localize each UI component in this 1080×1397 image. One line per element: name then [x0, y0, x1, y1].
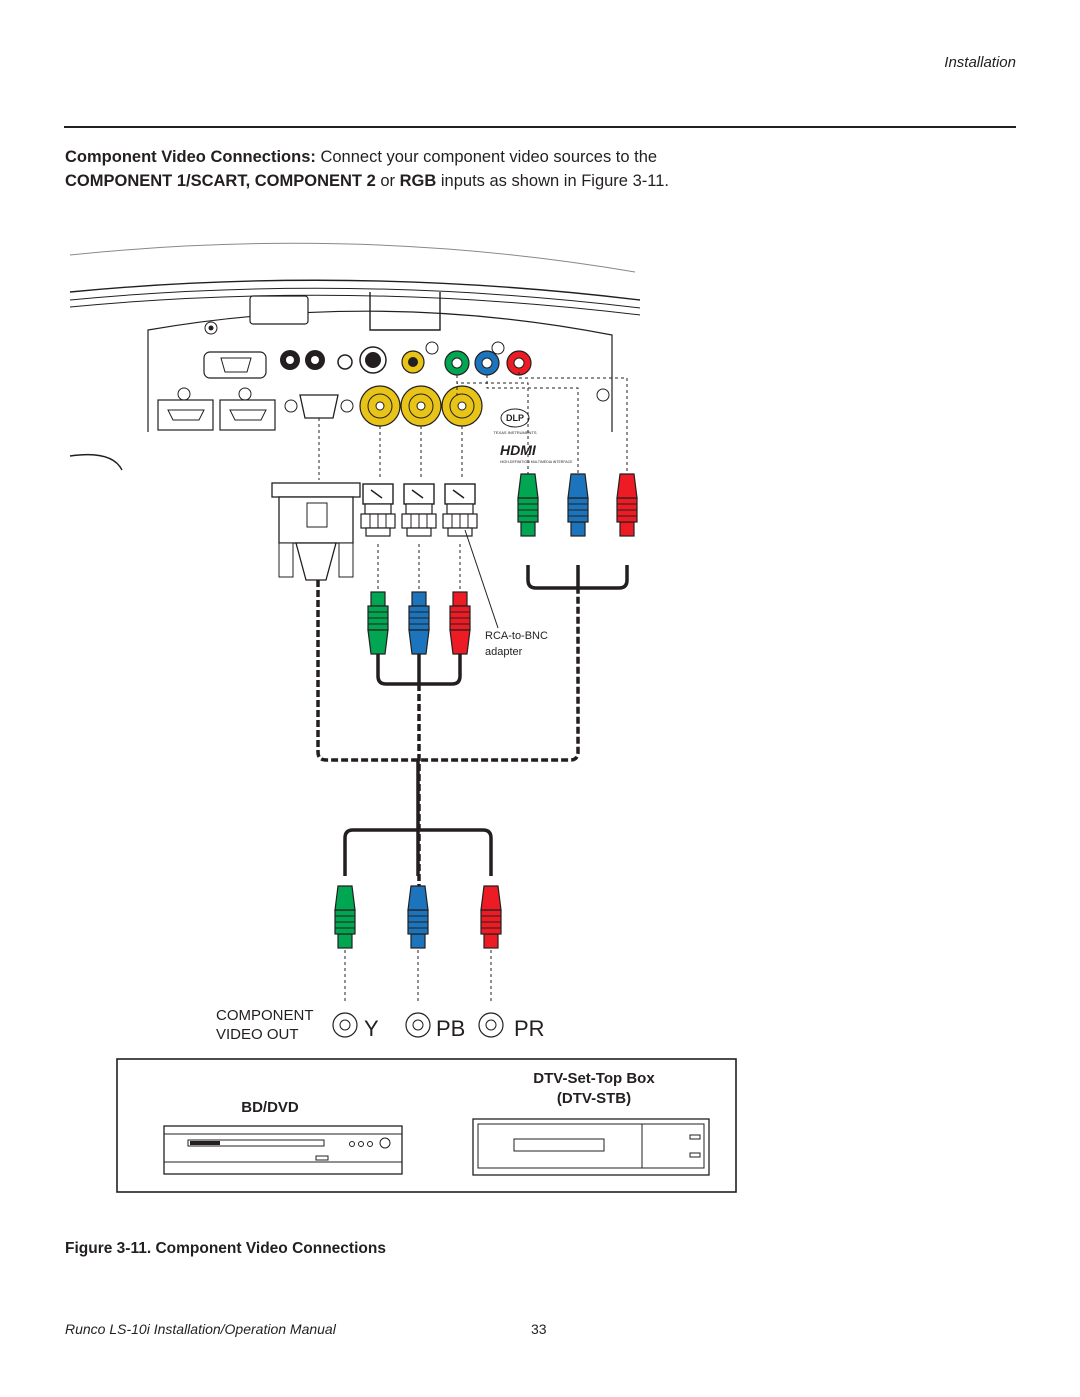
rgb-rca-blue: [567, 473, 589, 537]
source-rca-blue: [407, 885, 429, 949]
footer-page-number: 33: [531, 1321, 547, 1337]
adapter-rca-green: [367, 591, 389, 655]
adapter-rca-blue: [408, 591, 430, 655]
dlp-logo: DLP TEXAS INSTRUMENTS: [493, 408, 537, 435]
bnc-adapter-pb: [401, 483, 437, 537]
component-label-2: VIDEO OUT: [216, 1026, 299, 1043]
adapter-label-2: adapter: [485, 646, 523, 658]
intro-text-1: Connect your component video sources to …: [315, 148, 658, 166]
rgb-rca-green: [517, 473, 539, 537]
hdmi-port-2: [219, 387, 276, 431]
source-rca-red: [480, 885, 502, 949]
set-top-box: [472, 1118, 710, 1176]
jack-pr: [478, 1012, 504, 1038]
intro-lead: Component Video Connections:: [65, 148, 316, 166]
projector-panel: DLP TEXAS INSTRUMENTS HDMI HIGH-DEFINITI…: [69, 242, 641, 471]
intro-paragraph: Component Video Connections: Connect you…: [65, 145, 965, 193]
footer-manual-title: Runco LS-10i Installation/Operation Manu…: [65, 1321, 336, 1337]
cables: [316, 529, 629, 900]
jack-pr-label: PR: [514, 1016, 545, 1041]
svideo-port: [359, 346, 387, 374]
header-rule: [64, 126, 1016, 128]
jack-pb-label: PB: [436, 1016, 465, 1041]
rgb-rca-red: [616, 473, 638, 537]
intro-or: or: [375, 172, 400, 190]
figure-caption: Figure 3-11. Component Video Connections: [65, 1240, 386, 1257]
device-stb-label-2: (DTV-STB): [557, 1090, 631, 1107]
intro-rgb: RGB: [399, 172, 437, 190]
section-title: Installation: [944, 54, 1016, 71]
hdmi-port-1: [157, 387, 214, 431]
bnc-adapter-pr: [442, 483, 478, 537]
bnc-input-pr: [441, 385, 483, 427]
intro-inputs: COMPONENT 1/SCART, COMPONENT 2: [65, 172, 376, 190]
svg-text:TEXAS INSTRUMENTS: TEXAS INSTRUMENTS: [493, 430, 536, 435]
hdmi-logo: HDMI HIGH-DEFINITION MULTIMEDIA INTERFAC…: [500, 442, 573, 464]
vga-port: [284, 394, 354, 419]
bnc-adapter-y: [360, 483, 396, 537]
adapter-rca-red: [449, 591, 471, 655]
rgb-red-port: [506, 350, 532, 376]
rs232-port: [203, 351, 267, 379]
bddvd-player: [163, 1125, 403, 1175]
bnc-input-pb: [400, 385, 442, 427]
device-stb-label-1: DTV-Set-Top Box: [533, 1070, 655, 1087]
intro-text-2: inputs as shown in Figure 3-11.: [436, 172, 669, 190]
jack-pb: [405, 1012, 431, 1038]
adapter-label-1: RCA-to-BNC: [485, 630, 548, 642]
svg-text:DLP: DLP: [506, 413, 524, 423]
source-rca-green: [334, 885, 356, 949]
jack-y-label: Y: [364, 1016, 379, 1041]
composite-port: [401, 350, 425, 374]
rgb-blue-port: [474, 350, 500, 376]
jack-y: [332, 1012, 358, 1038]
vga-connector: [271, 482, 361, 581]
bnc-input-y: [359, 385, 401, 427]
device-bddvd-label: BD/DVD: [241, 1099, 299, 1116]
guide-lines: [318, 372, 628, 1004]
svg-text:HDMI: HDMI: [500, 442, 537, 458]
svg-text:HIGH-DEFINITION MULTIMEDIA INT: HIGH-DEFINITION MULTIMEDIA INTERFACE: [500, 460, 573, 464]
component-label-1: COMPONENT: [216, 1007, 314, 1024]
rgb-green-port: [444, 350, 470, 376]
